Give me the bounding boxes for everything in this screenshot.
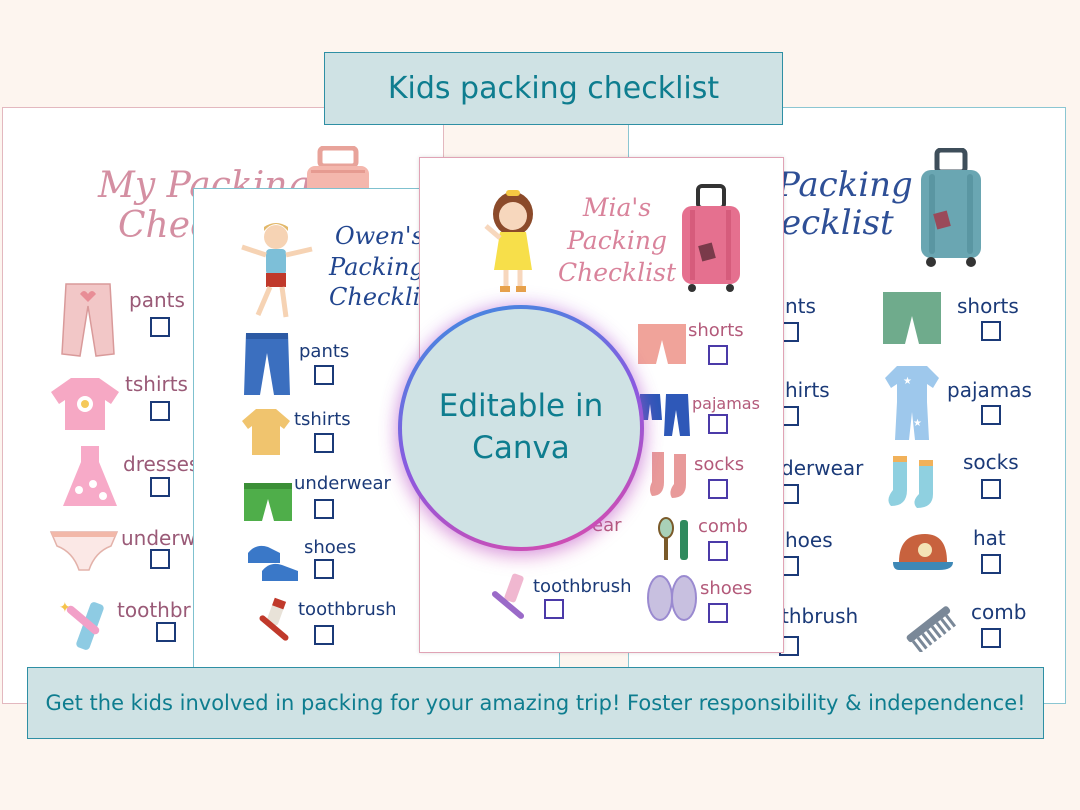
- comb-icon: [906, 606, 957, 652]
- sheet-blue-item-label: hirts: [785, 378, 830, 402]
- checkbox[interactable]: [314, 365, 334, 385]
- suitcase-icon: [921, 148, 981, 267]
- checkbox[interactable]: [314, 625, 334, 645]
- checkbox[interactable]: [314, 559, 334, 579]
- checkbox[interactable]: [150, 401, 170, 421]
- sheet-owen-title: Owen's Packing Checklis: [329, 222, 433, 312]
- sheet-pink-item-label: tshirts: [125, 372, 188, 396]
- sheet-pink-item-label: pants: [129, 288, 185, 312]
- checkbox[interactable]: [314, 499, 334, 519]
- sheet-pink-item-label: underw: [121, 526, 196, 550]
- slippers-icon: [647, 575, 697, 621]
- sheet-blue-item-label: nts: [785, 294, 816, 318]
- socks-icon: [888, 456, 933, 508]
- sheet-mia-item-label: shorts: [688, 320, 744, 341]
- sheet-blue-item-label: derwear: [781, 456, 864, 480]
- sheet-blue-item-label: shorts: [957, 294, 1019, 318]
- pants-icon: [61, 283, 115, 357]
- sheet-owen-item-label: shoes: [304, 537, 357, 558]
- checkbox[interactable]: [708, 541, 728, 561]
- page-title: Kids packing checklist: [387, 71, 720, 106]
- checkbox[interactable]: [314, 433, 334, 453]
- sheet-blue-item-label: socks: [963, 450, 1019, 474]
- sheet-blue-item-label: thbrush: [781, 604, 859, 628]
- header-banner: Kids packing checklist: [324, 52, 783, 125]
- svg-text:★: ★: [913, 418, 922, 429]
- sheet-owen-item-label: tshirts: [294, 409, 351, 430]
- sheet-owen-item-label: pants: [299, 341, 350, 362]
- sheet-blue-item-label: hat: [973, 526, 1006, 550]
- girl-icon: [484, 190, 533, 292]
- svg-text:✦: ✦: [59, 600, 71, 616]
- checkbox[interactable]: [981, 479, 1001, 499]
- toothbrush-icon: [491, 573, 525, 619]
- shorts-icon: [883, 292, 941, 344]
- checkbox[interactable]: [981, 554, 1001, 574]
- cap-icon: [893, 534, 953, 570]
- underwear-icon: [49, 531, 119, 571]
- sheet-mia-item-label: pajamas: [692, 394, 760, 413]
- footer-banner: Get the kids involved in packing for you…: [27, 667, 1044, 739]
- shorts-icon: [638, 324, 686, 364]
- socks-icon: [650, 452, 686, 498]
- svg-text:★: ★: [903, 376, 912, 387]
- sneakers-icon: [248, 545, 298, 581]
- sheet-blue-item-label: hoes: [785, 528, 833, 552]
- tshirt-icon: [242, 409, 290, 455]
- sheet-mia-item-label: toothbrush: [533, 576, 632, 597]
- sheet-blue-title: Packing ecklist: [777, 165, 913, 244]
- checkbox[interactable]: [708, 345, 728, 365]
- badge-line-1: Editable in: [438, 388, 604, 425]
- pajamas-icon: ★★: [885, 366, 939, 440]
- editable-in-canva-badge: Editable in Canva: [398, 305, 644, 551]
- sheet-pink-item-label: toothbr: [117, 598, 191, 622]
- checkbox[interactable]: [981, 321, 1001, 341]
- toothbrush-icon: [259, 597, 289, 641]
- sheet-mia-title: Mia's Packing Checklist: [558, 193, 677, 287]
- checkbox[interactable]: [708, 479, 728, 499]
- checkbox[interactable]: [708, 414, 728, 434]
- sheet-pink-item-label: dresses: [123, 452, 200, 476]
- sheet-blue-item-label: pajamas: [947, 378, 1032, 402]
- checkbox[interactable]: [150, 549, 170, 569]
- checkbox[interactable]: [708, 603, 728, 623]
- tshirt-icon: [51, 378, 119, 430]
- sheet-owen-item-label: toothbrush: [298, 599, 397, 620]
- checkbox[interactable]: [156, 622, 176, 642]
- boy-icon: [241, 223, 313, 318]
- pajamas-icon: [640, 394, 690, 436]
- dress-icon: [63, 446, 117, 506]
- sheet-mia-item-label: comb: [698, 516, 748, 537]
- checkbox[interactable]: [150, 317, 170, 337]
- footer-text: Get the kids involved in packing for you…: [45, 691, 1026, 715]
- checkbox[interactable]: [544, 599, 564, 619]
- sheet-blue-item-label: comb: [971, 600, 1027, 624]
- badge-line-2: Canva: [472, 430, 570, 466]
- toothbrush-icon: ✦: [59, 600, 104, 650]
- checkbox[interactable]: [150, 477, 170, 497]
- sheet-mia-item-label: shoes: [700, 578, 753, 599]
- shorts-icon: [244, 483, 292, 521]
- sheet-mia-item-label: socks: [694, 454, 745, 475]
- sheet-owen-item-label: underwear: [294, 473, 391, 494]
- jeans-icon: [244, 333, 290, 395]
- suitcase-icon: [682, 184, 740, 292]
- checkbox[interactable]: [981, 405, 1001, 425]
- checkbox[interactable]: [981, 628, 1001, 648]
- comb-icon: [658, 517, 688, 560]
